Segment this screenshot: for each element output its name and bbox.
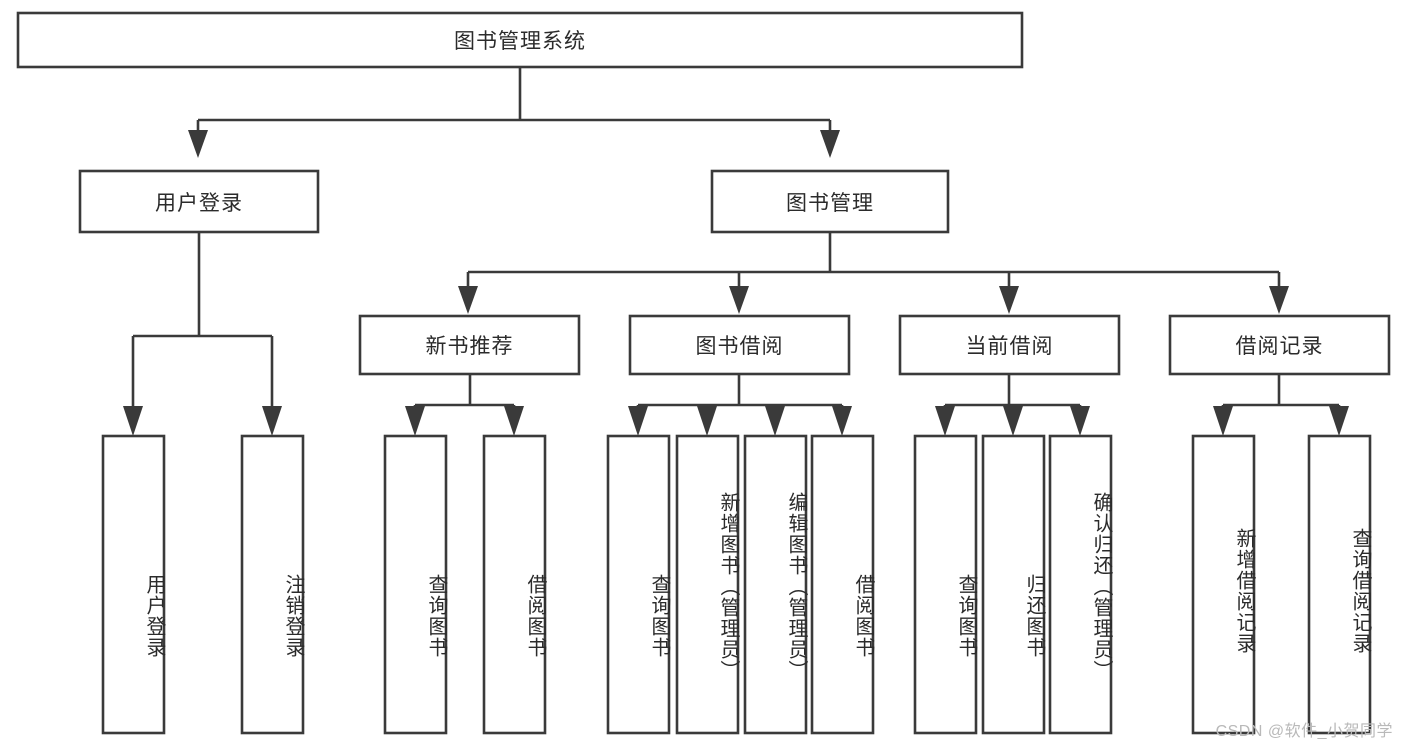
arrowhead-bookmgmt-child-4	[1269, 286, 1289, 314]
node-book-management-box[interactable]	[710, 169, 950, 234]
arrowhead-borrowrecord-leaf-1	[1213, 406, 1233, 436]
arrowhead-bookmgmt-child-2	[729, 286, 749, 314]
arrowhead-bookborrow-leaf-3	[765, 406, 785, 436]
node-book-borrow-box[interactable]	[628, 314, 851, 376]
node-user-login-box[interactable]	[78, 169, 320, 234]
arrowhead-bookmgmt-child-3	[999, 286, 1019, 314]
node-current-borrow-box[interactable]	[898, 314, 1121, 376]
leaf-box-new-book-1[interactable]	[383, 434, 448, 735]
arrowhead-currentborrow-leaf-1	[935, 406, 955, 436]
leaf-box-user-login-2[interactable]	[240, 434, 305, 735]
leaf-box-book-borrow-4[interactable]	[810, 434, 875, 735]
arrowhead-userlogin-leaf-1	[123, 406, 143, 436]
csdn-watermark: CSDN @软件_小贺同学	[1215, 723, 1393, 740]
node-borrow-record-box[interactable]	[1168, 314, 1391, 376]
arrowhead-root-to-bookmgmt	[820, 130, 840, 158]
arrowhead-borrowrecord-leaf-2	[1329, 406, 1349, 436]
arrowhead-newbook-leaf-1	[405, 406, 425, 436]
leaf-box-current-borrow-3[interactable]	[1048, 434, 1113, 735]
leaf-box-user-login-1[interactable]	[101, 434, 166, 735]
leaf-box-book-borrow-1[interactable]	[606, 434, 671, 735]
leaf-box-book-borrow-3[interactable]	[743, 434, 808, 735]
arrowhead-currentborrow-leaf-3	[1070, 406, 1090, 436]
arrowhead-currentborrow-leaf-2	[1003, 406, 1023, 436]
leaf-box-book-borrow-2[interactable]	[675, 434, 740, 735]
arrowhead-bookborrow-leaf-4	[832, 406, 852, 436]
arrowhead-bookborrow-leaf-1	[628, 406, 648, 436]
arrowhead-userlogin-leaf-2	[262, 406, 282, 436]
leaf-box-current-borrow-1[interactable]	[913, 434, 978, 735]
arrowhead-bookborrow-leaf-2	[697, 406, 717, 436]
node-root-box[interactable]	[16, 11, 1024, 69]
leaf-box-borrow-record-2[interactable]	[1307, 434, 1372, 735]
leaf-box-new-book-2[interactable]	[482, 434, 547, 735]
arrowhead-newbook-leaf-2	[504, 406, 524, 436]
arrowhead-root-to-userlogin	[188, 130, 208, 158]
node-new-book-recommend-box[interactable]	[358, 314, 581, 376]
leaf-box-borrow-record-1[interactable]	[1191, 434, 1256, 735]
arrowhead-bookmgmt-child-1	[458, 286, 478, 314]
leaf-box-current-borrow-2[interactable]	[981, 434, 1046, 735]
